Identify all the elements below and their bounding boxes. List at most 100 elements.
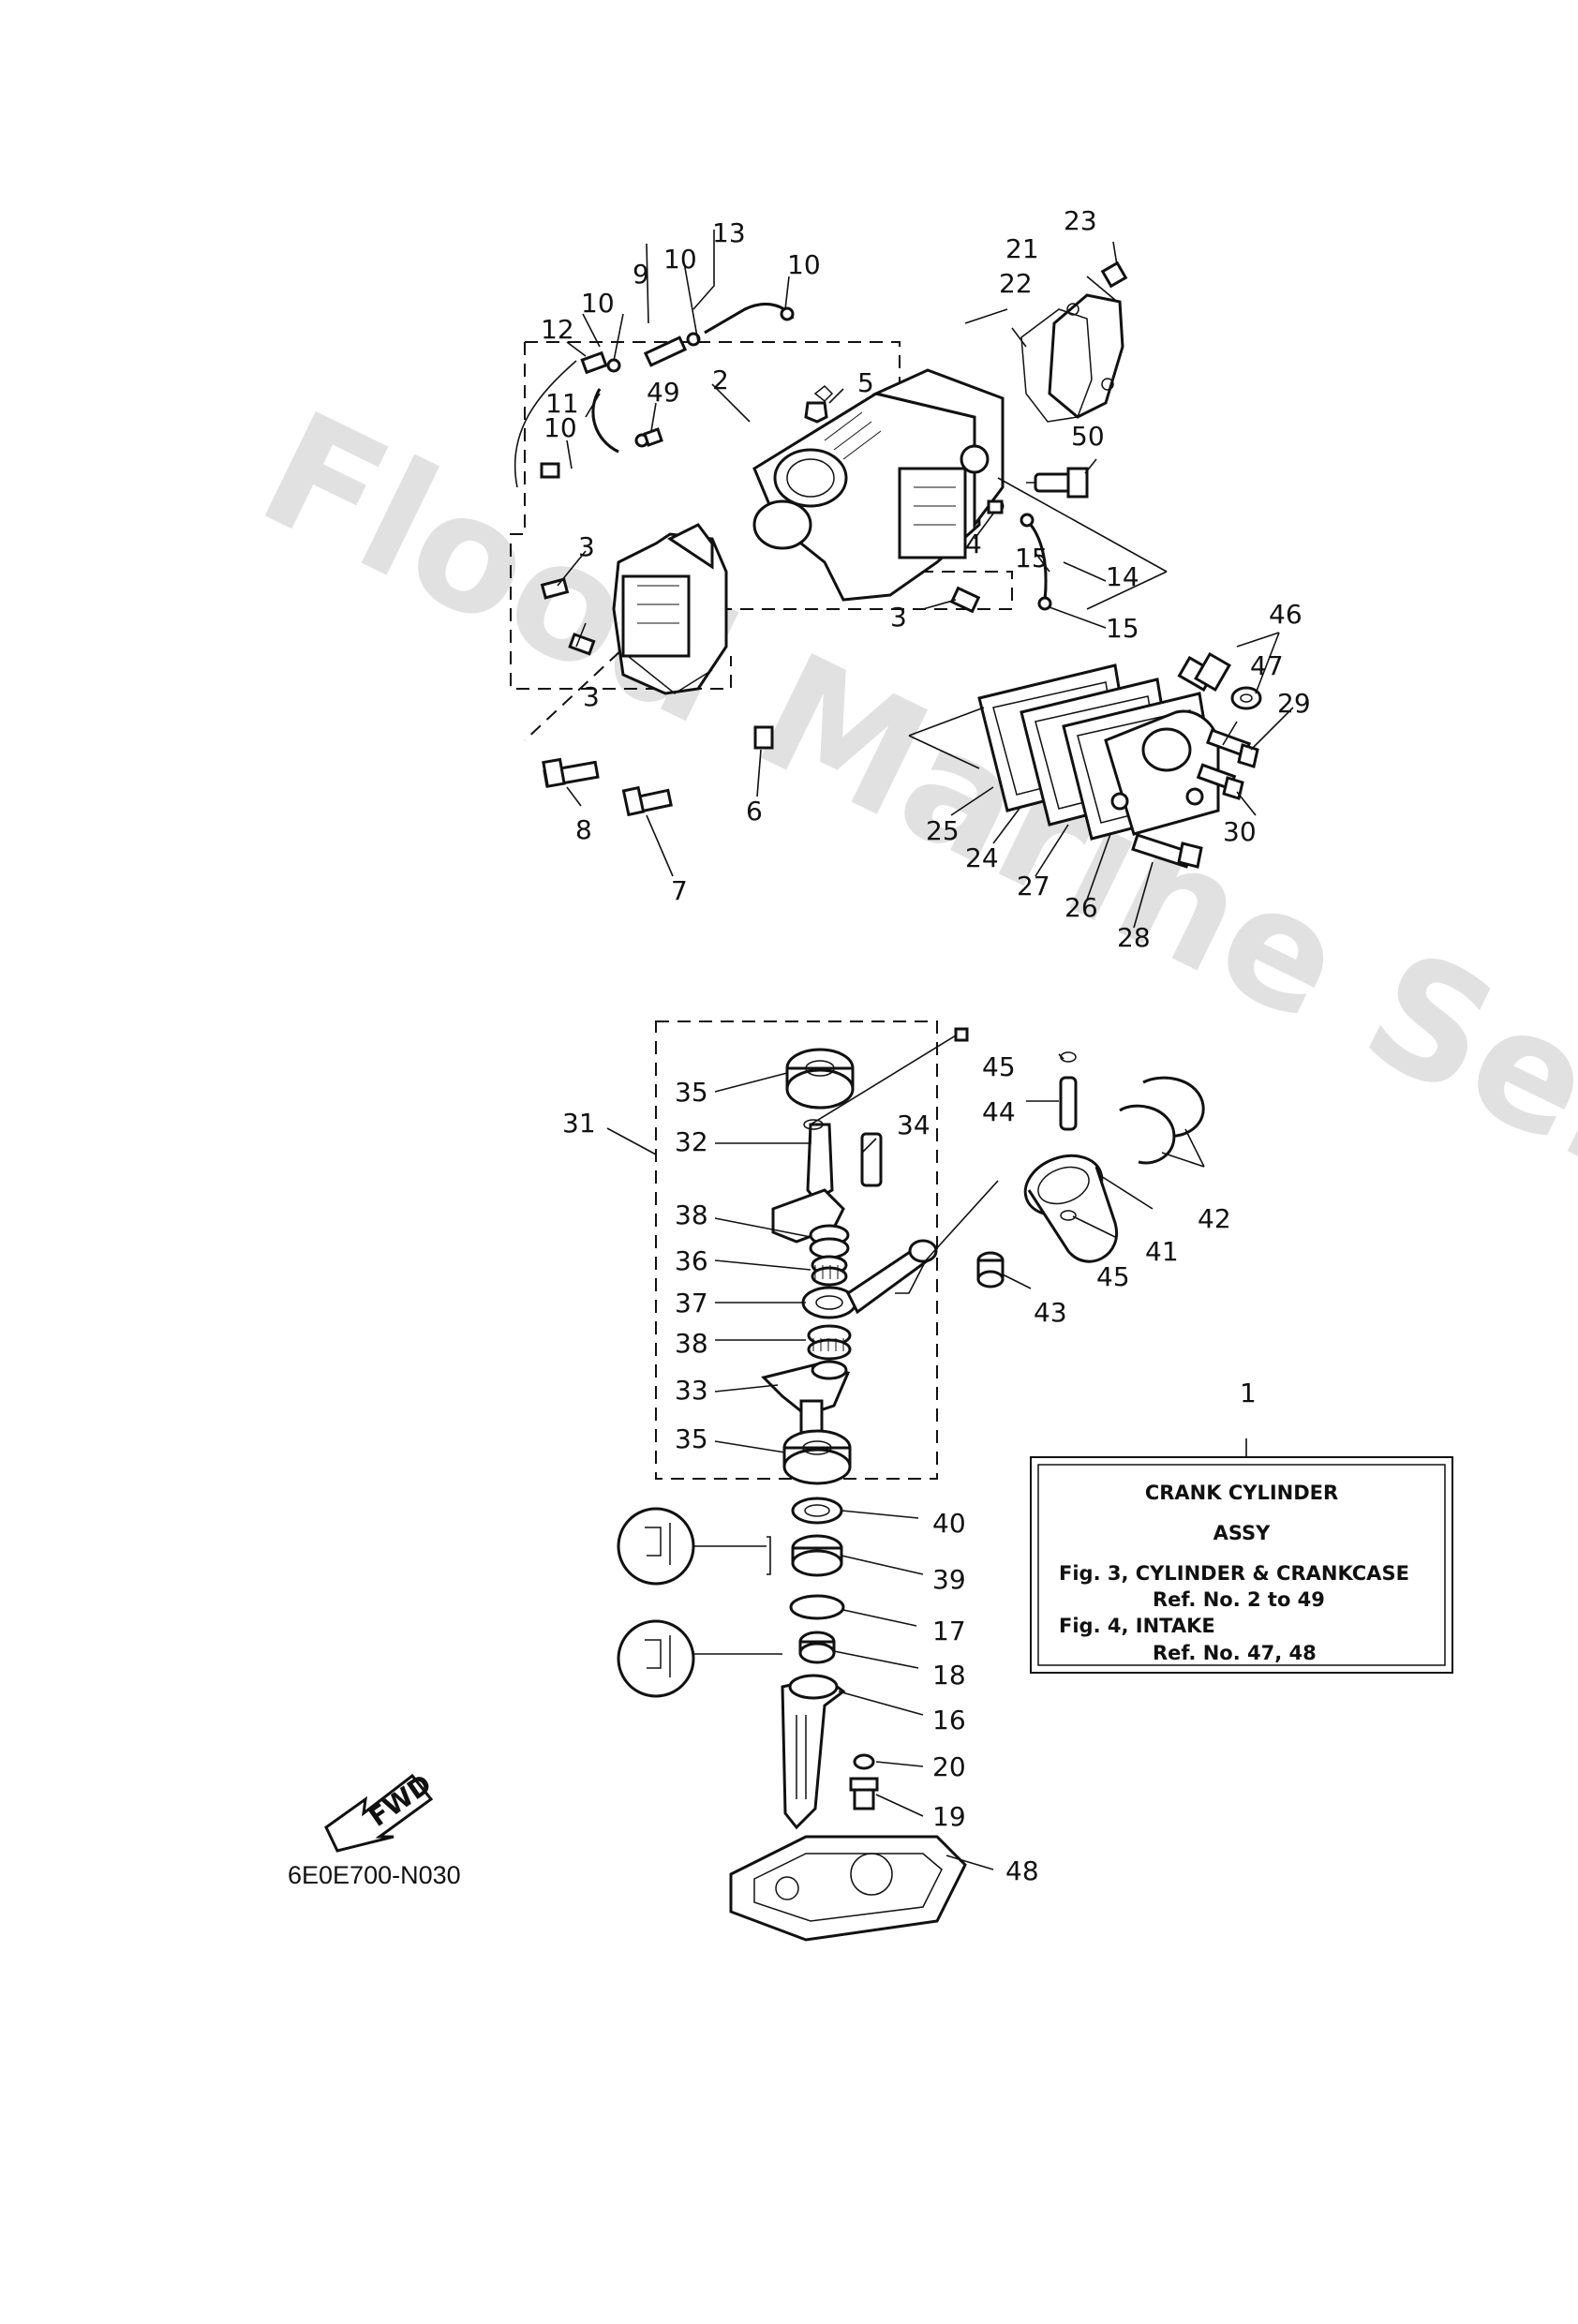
callout-label: 50 — [1071, 421, 1105, 452]
callout-label: 3 — [890, 602, 907, 633]
callout-label: 16 — [932, 1705, 966, 1736]
fitting-5-part — [804, 401, 828, 424]
clip-part — [954, 1027, 969, 1042]
needle-bearing-38-top-part — [809, 1224, 850, 1259]
callout-label: 4 — [965, 529, 982, 559]
callout-label: 14 — [1106, 561, 1139, 592]
hose-14-part — [991, 499, 1052, 611]
callout-label: 18 — [932, 1660, 966, 1691]
callout-label: 41 — [1145, 1236, 1179, 1267]
callout-label: 9 — [633, 259, 649, 290]
callout-label: 30 — [1223, 816, 1257, 847]
callout-label: 10 — [543, 412, 577, 443]
callout-label: 36 — [675, 1245, 708, 1276]
callout-label: 34 — [897, 1110, 930, 1140]
callout-label: 19 — [932, 1801, 966, 1832]
assy-title-line1: CRANK CYLINDER — [1145, 1482, 1338, 1504]
assy-ref-line: Fig. 4, INTAKE — [1059, 1615, 1215, 1637]
callout-label: 29 — [1277, 688, 1311, 719]
callout-label: 17 — [932, 1616, 966, 1646]
callout-label: 45 — [982, 1051, 1016, 1082]
detail-circle-upper — [617, 1507, 771, 1586]
piston-rings-42-part — [1119, 1076, 1205, 1165]
cover-gasket-stack — [977, 663, 1220, 841]
seal-18-part — [798, 1631, 836, 1664]
detail-circle-lower — [617, 1619, 782, 1698]
dashed-boundary-crankshaft — [655, 1020, 938, 1480]
dowel-pin-6-part — [753, 725, 774, 750]
bolt-19-part — [849, 1777, 879, 1810]
lower-leader-lines — [606, 1035, 1247, 1870]
callout-label: 32 — [675, 1126, 708, 1157]
hose-parts — [514, 303, 834, 488]
housing-16-part — [781, 1674, 846, 1830]
connecting-rod-part — [801, 1239, 938, 1319]
callout-label: 46 — [1269, 599, 1303, 630]
callout-label: 22 — [999, 268, 1033, 299]
callout-label: 27 — [1017, 871, 1050, 901]
piston-group — [976, 1051, 1205, 1289]
bolt-28-part — [1131, 833, 1203, 869]
callout-label: 38 — [675, 1199, 708, 1230]
crankshaft-upper-part — [771, 1119, 845, 1244]
needle-bearing-38-bottom-part — [807, 1324, 852, 1361]
fitting-4-part — [987, 499, 1004, 514]
oil-seal-40-part — [791, 1497, 843, 1525]
callout-label: 10 — [581, 288, 615, 319]
callout-label: 37 — [675, 1288, 708, 1318]
callout-label: 40 — [932, 1508, 966, 1539]
callout-label: 48 — [1005, 1855, 1039, 1886]
callout-label: 3 — [583, 681, 600, 712]
callout-label: 24 — [965, 842, 999, 873]
callout-label: 8 — [575, 814, 592, 845]
callout-label: 11 — [545, 388, 579, 419]
bolt-30-part — [1196, 763, 1244, 800]
callout-label: 10 — [787, 249, 821, 280]
bolt-8-part — [542, 757, 600, 788]
upper-leader-lines — [557, 230, 1294, 929]
callout-label: 6 — [746, 796, 763, 827]
callout-labels: 1 2 3 3 3 4 5 6 7 8 9 10 10 10 10 11 12 … — [541, 205, 1311, 1886]
callout-label: 31 — [562, 1108, 596, 1139]
callout-label: 15 — [1106, 613, 1139, 644]
upper-cylinder-group — [510, 230, 1294, 929]
callout-label: 39 — [932, 1564, 966, 1595]
callout-label: 35 — [675, 1423, 708, 1454]
callout-label: 23 — [1064, 205, 1097, 236]
exhaust-cover-part — [612, 523, 728, 695]
assy-ref-line: Ref. No. 47, 48 — [1153, 1642, 1317, 1664]
o-ring-17-part — [789, 1594, 845, 1620]
diagram-code: 6E0E700-N030 — [288, 1861, 461, 1889]
piston-41-part — [1023, 1154, 1119, 1263]
assy-ref-line: Ref. No. 2 to 49 — [1153, 1588, 1325, 1611]
assy-title-line2: ASSY — [1213, 1522, 1272, 1544]
callout-label: 26 — [1064, 892, 1098, 923]
fitting-parts — [540, 577, 981, 656]
callout-label: 38 — [675, 1328, 708, 1359]
callout-label: 35 — [675, 1077, 708, 1108]
washer-20-part — [853, 1753, 875, 1770]
spark-plug-part — [1026, 467, 1089, 499]
gasket-48-part — [729, 1835, 967, 1942]
callout-label: 15 — [1015, 543, 1049, 574]
callout-label: 5 — [857, 367, 874, 398]
circlip-45-bottom-part — [1060, 1210, 1077, 1221]
bearing-43-part — [976, 1251, 1005, 1289]
callout-label: 25 — [926, 815, 960, 846]
bearing-35-top-part — [785, 1048, 855, 1110]
callout-label: 43 — [1034, 1297, 1067, 1328]
callout-label: 42 — [1198, 1203, 1231, 1234]
callout-label: 3 — [578, 531, 595, 562]
callout-label: 12 — [541, 314, 574, 345]
piston-pin-44-part — [1059, 1076, 1078, 1131]
assy-info-box: CRANK CYLINDER ASSY Fig. 3, CYLINDER & C… — [1030, 1456, 1453, 1674]
callout-label: 10 — [663, 244, 697, 275]
crankcase-part — [752, 368, 1005, 602]
fitting-49-part — [643, 427, 663, 447]
callout-label: 7 — [671, 875, 688, 906]
callout-label: 13 — [712, 217, 746, 248]
bearing-35-bottom-part — [782, 1429, 852, 1485]
pin-34-part — [860, 1132, 883, 1187]
plug-46-part — [1177, 651, 1231, 693]
